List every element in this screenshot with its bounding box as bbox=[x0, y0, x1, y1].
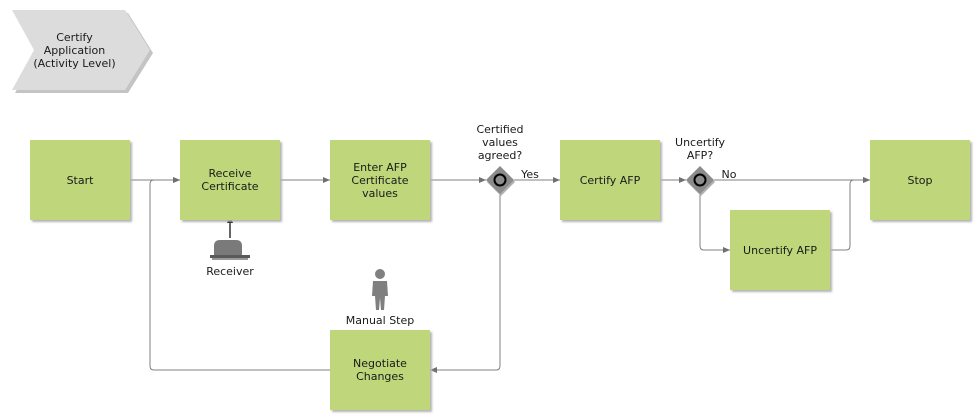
start-event[interactable]: Start bbox=[30, 140, 130, 220]
gateway1-yes-label: Yes bbox=[521, 168, 539, 181]
gateway-uncertify-afp bbox=[686, 166, 715, 196]
negotiate-changes-activity[interactable]: Negotiate Changes bbox=[330, 330, 430, 410]
gateway2-no-label: No bbox=[721, 168, 737, 181]
manual-step-person-icon bbox=[372, 269, 388, 310]
process-header-shape bbox=[12, 10, 153, 93]
connector-gateway1-negotiate bbox=[430, 194, 501, 373]
connector-uncertify-stop bbox=[830, 177, 870, 251]
certify-afp-activity[interactable]: Certify AFP bbox=[560, 140, 660, 220]
enter-afp-certificate-values-activity[interactable]: Enter AFP Certificate values bbox=[330, 140, 430, 220]
uncertify-afp-activity[interactable]: Uncertify AFP bbox=[730, 210, 830, 290]
gateway1-question-label: Certified values agreed? bbox=[476, 123, 524, 162]
manual-step-label: Manual Step bbox=[345, 314, 415, 327]
receive-certificate-activity[interactable]: Receive Certificate bbox=[180, 140, 280, 220]
connector-loop-negotiate-receive bbox=[149, 177, 330, 371]
gateway-certified-values-agreed bbox=[486, 166, 515, 196]
gateway2-question-label: Uncertify AFP? bbox=[675, 136, 725, 162]
receiver-icon bbox=[210, 216, 250, 260]
stop-event[interactable]: Stop bbox=[870, 140, 970, 220]
receiver-label: Receiver bbox=[206, 265, 254, 278]
connector-gateway2-uncertify bbox=[699, 194, 730, 253]
process-header-title: Certify Application (Activity Level) bbox=[33, 30, 116, 70]
